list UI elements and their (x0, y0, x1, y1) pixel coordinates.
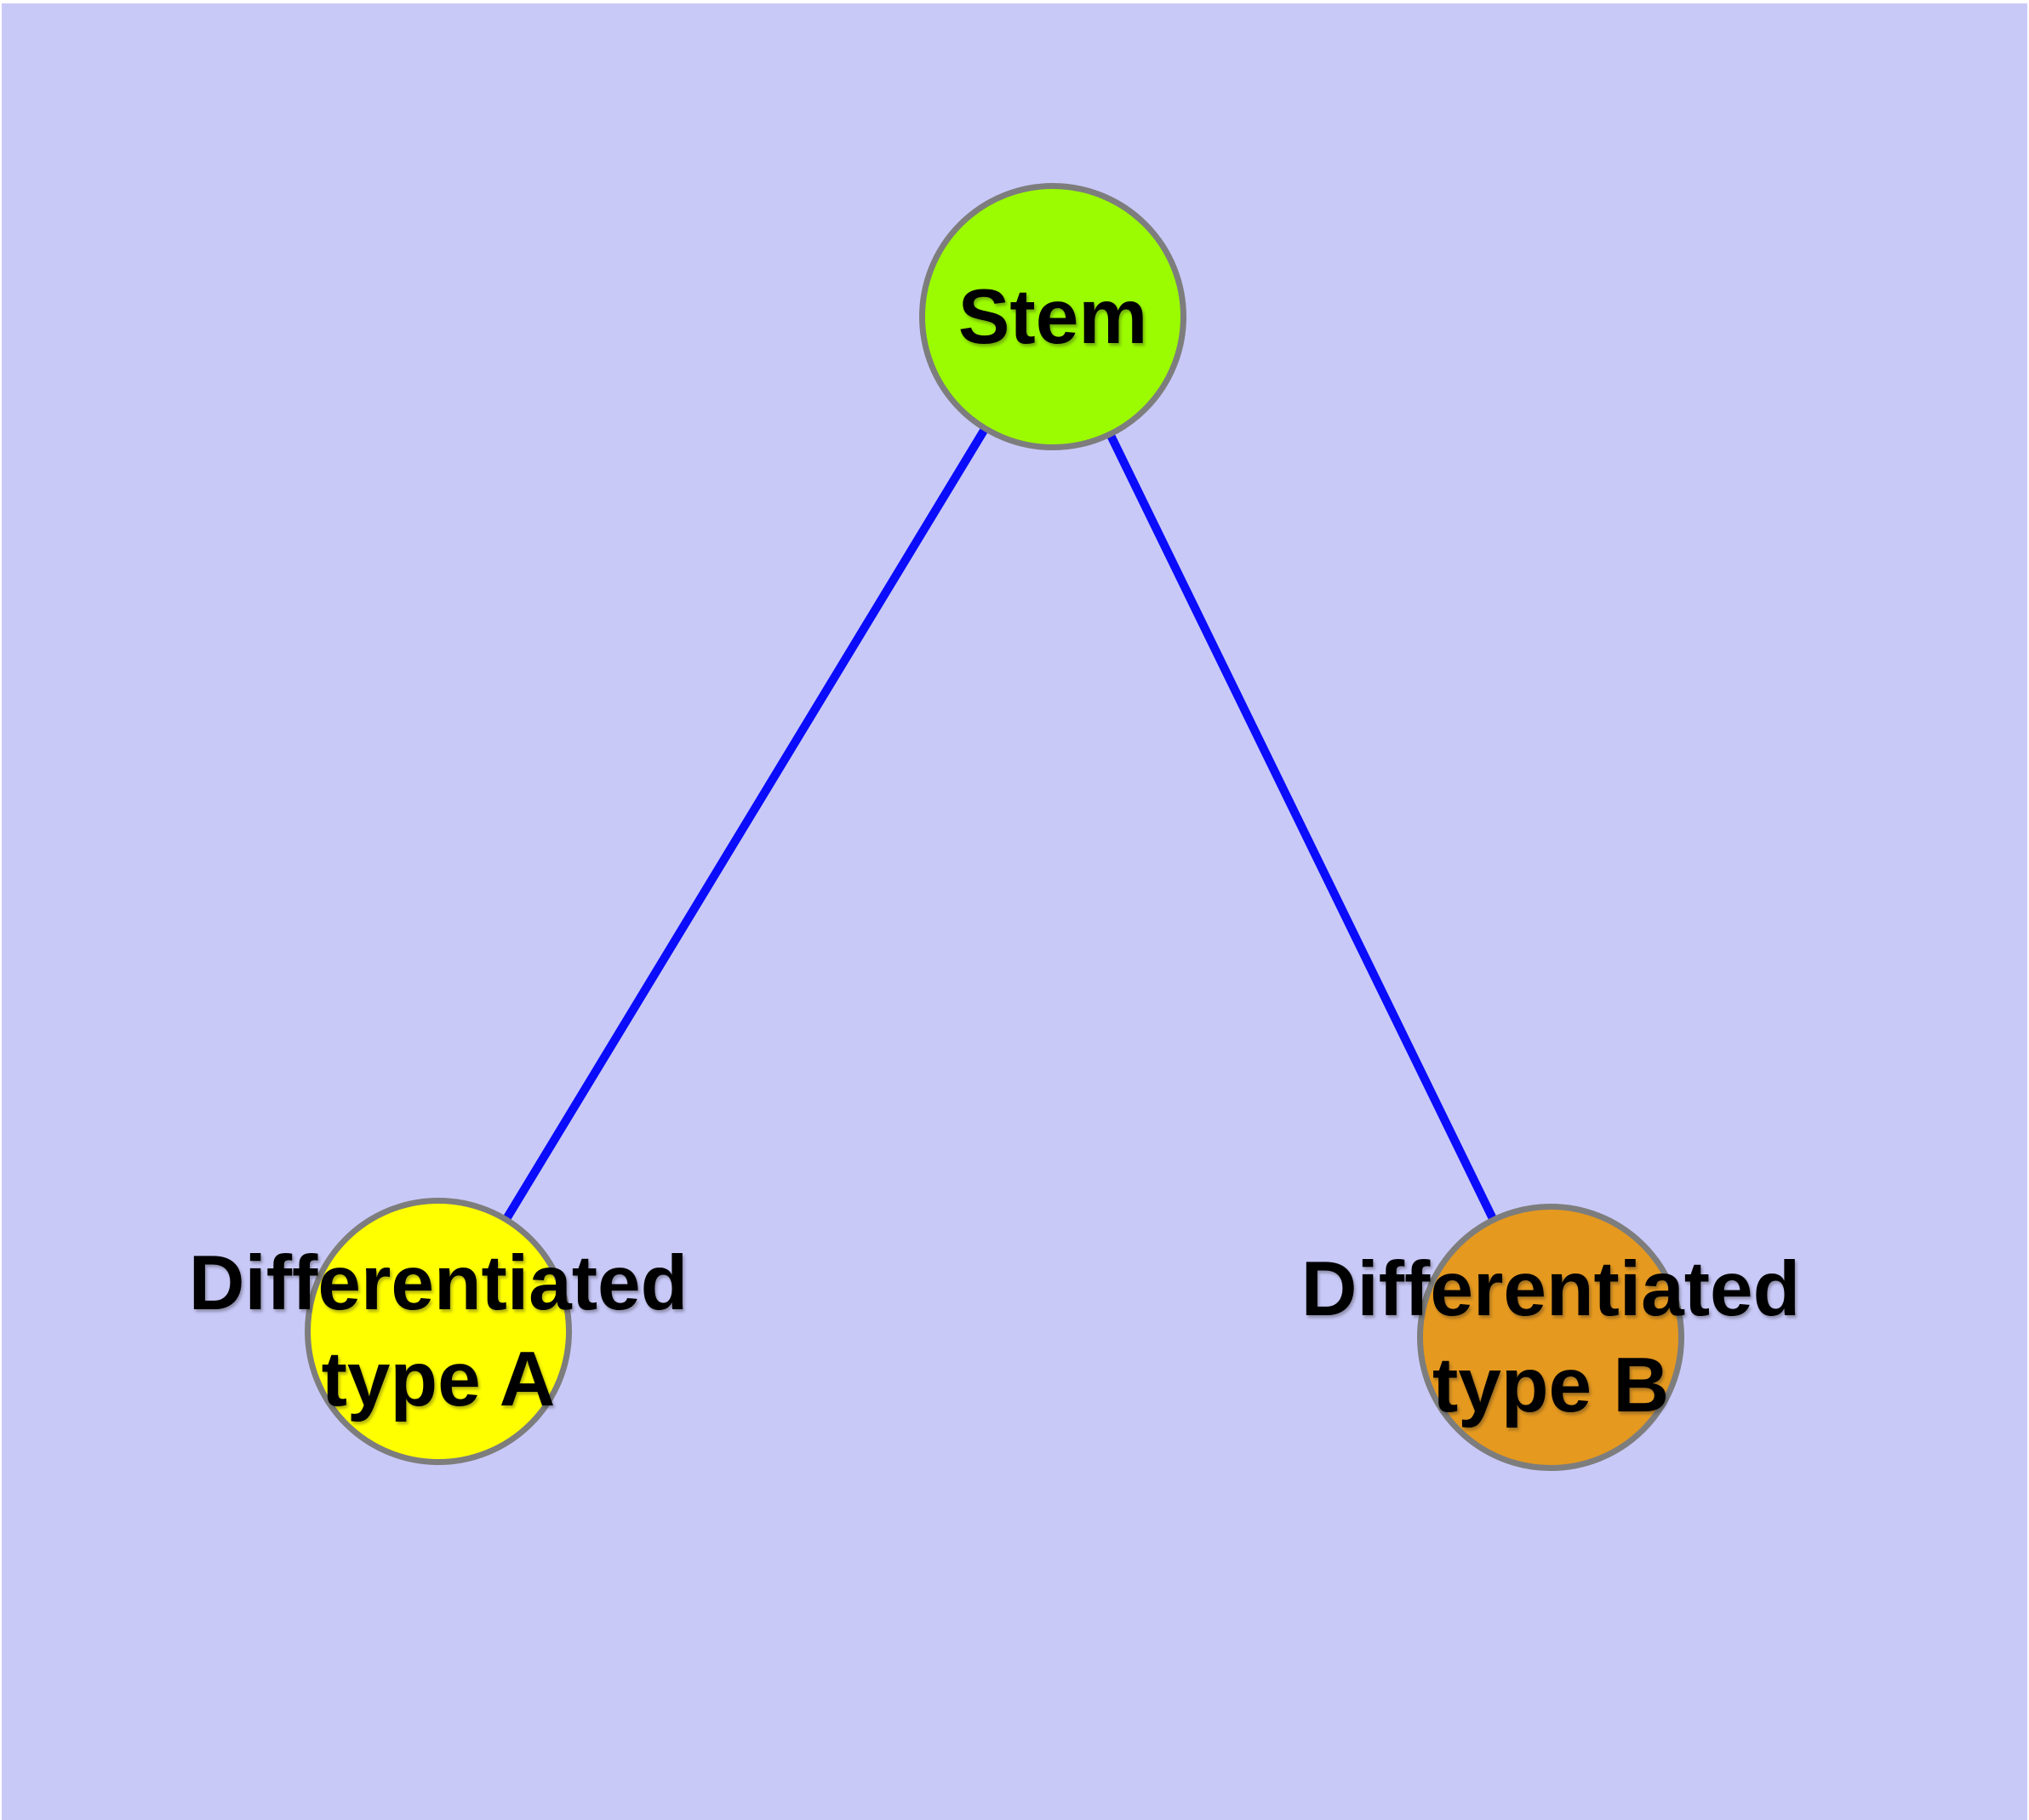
node-type-a-label: Differentiated type A (55, 1235, 821, 1428)
diagram-canvas: Stem Differentiated type A Differentiate… (2, 3, 2027, 1820)
label-line: Differentiated (188, 1240, 689, 1326)
node-type-a-circle (305, 1198, 572, 1465)
label-line: Stem (957, 274, 1148, 360)
label-line: type A (321, 1336, 556, 1422)
edge-stem-to-type-a (434, 314, 1057, 1334)
edge-layer (434, 314, 1555, 1340)
node-type-b-circle (1417, 1204, 1684, 1471)
label-line: Differentiated (1300, 1246, 1801, 1332)
node-stem-circle (919, 183, 1186, 450)
label-line: type B (1432, 1342, 1670, 1428)
edge-stem-to-type-b (1049, 314, 1555, 1340)
node-type-b-label: Differentiated type B (1168, 1241, 1934, 1434)
node-stem-label: Stem (797, 269, 1308, 365)
